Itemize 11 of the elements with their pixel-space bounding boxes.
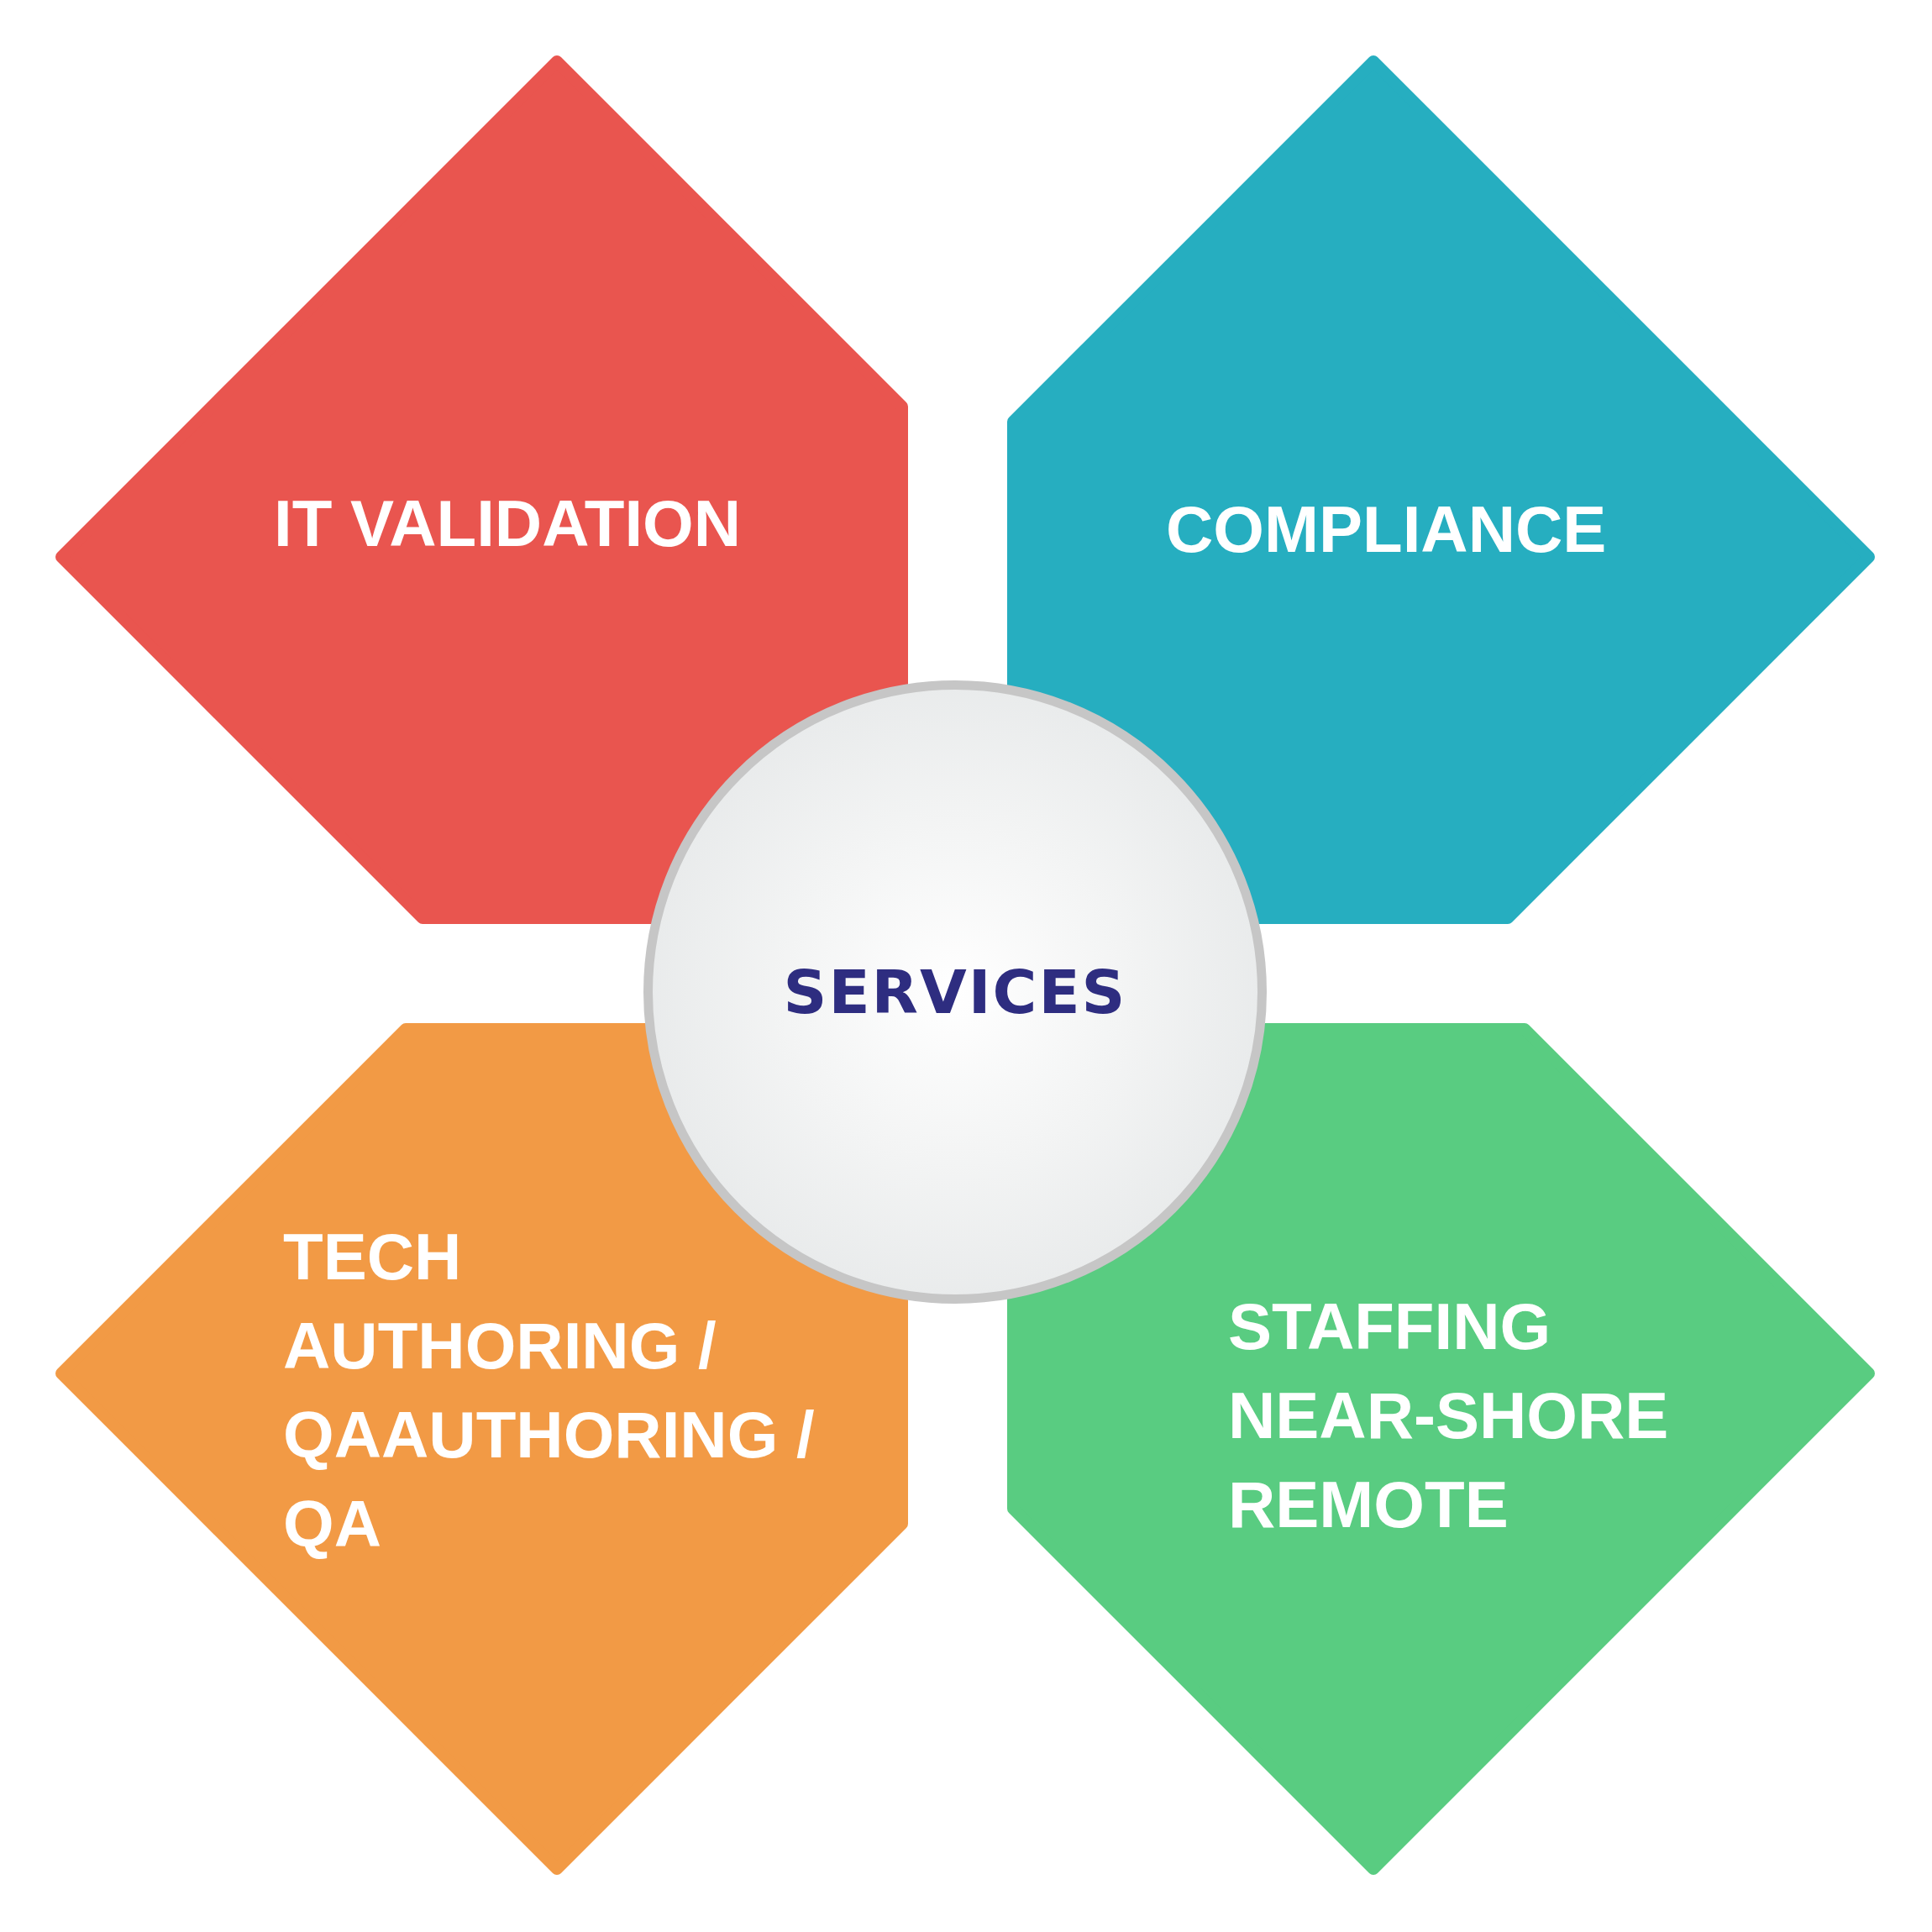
pentagon-shape bbox=[1006, 55, 1876, 925]
node-label: IT VALIDATION bbox=[274, 486, 742, 562]
node-label: COMPLIANCE bbox=[1166, 491, 1607, 568]
node-label: NEAR-SHORE bbox=[1228, 1378, 1669, 1454]
node-label: STAFFING bbox=[1228, 1289, 1551, 1365]
pentagon-shape bbox=[1006, 1022, 1876, 1876]
pentagon-shape bbox=[55, 55, 909, 925]
node-label: SERVICES bbox=[783, 962, 1127, 1022]
node-label: TECH AUTHORING / QAAUTHORING / QA bbox=[283, 1219, 816, 1562]
node-label: REMOTE bbox=[1228, 1467, 1509, 1543]
pentagon-shape bbox=[55, 1022, 909, 1876]
